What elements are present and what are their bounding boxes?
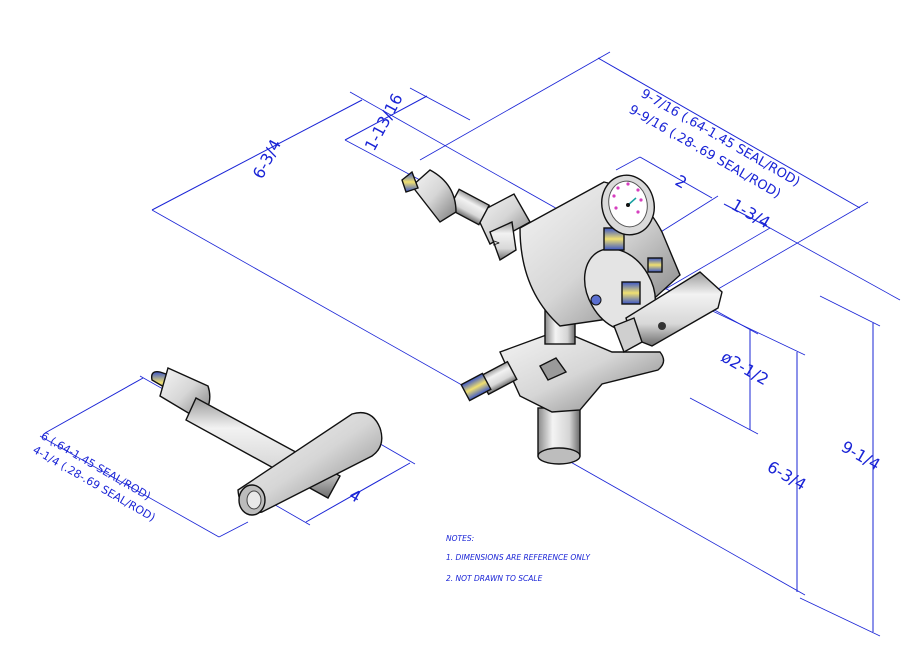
dimension-lines [39,51,901,637]
dim-4: 4 [346,485,364,507]
dim-1-13-16: 1-13/16 [361,90,407,154]
dim-dia-2-1-2: ø2-1/2 [718,347,772,389]
svg-text:>: > [492,238,500,249]
dim-9-7-16: 9-7/16 (.64-1.45 SEAL/ROD) [638,86,802,190]
dim-6-3-4-top: 6-3/4 [249,136,285,182]
t-handle-tool [150,367,383,516]
gauge-dial-marks [612,182,643,214]
dim-9-1-4: 9-1/4 [838,437,884,474]
note-item-2: 2. NOT DRAWN TO SCALE [446,574,543,583]
valve-assembly: > [401,169,723,465]
notes-block: NOTES: 1. DIMENSIONS ARE REFERENCE ONLY … [446,534,591,583]
notes-title: NOTES: [446,534,474,543]
dim-2: 2 [672,171,690,193]
dim-6-3-4-right: 6-3/4 [764,457,810,494]
note-item-1: 1. DIMENSIONS ARE REFERENCE ONLY [446,553,591,562]
dim-1-3-4: 1-3/4 [728,195,774,232]
